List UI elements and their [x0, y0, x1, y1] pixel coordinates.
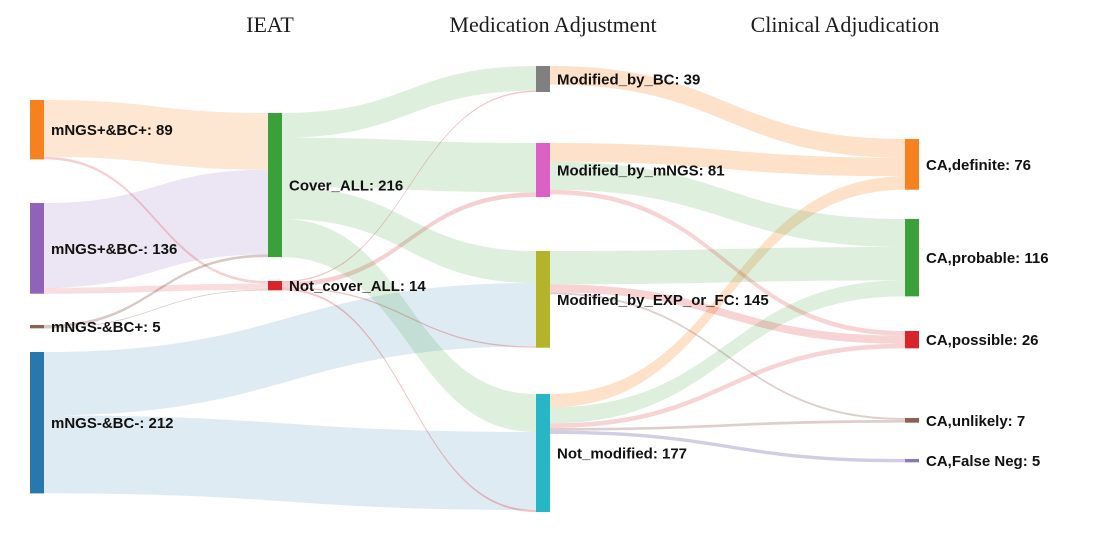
sankey-node-label-ca-false-neg: CA,False Neg: 5 [926, 453, 1040, 470]
sankey-link-not-modified-to-ca-possible [550, 343, 905, 429]
sankey-node-label-ca-possible: CA,possible: 26 [926, 332, 1039, 349]
sankey-node-label-mngs-pos-bc-neg: mNGS+&BC-: 136 [51, 241, 177, 258]
sankey-link-cover-all-to-modified-by-bc [282, 66, 536, 138]
sankey-node-label-ca-unlikely: CA,unlikely: 7 [926, 413, 1025, 430]
sankey-node-label-modified-by-mngs: Modified_by_mNGS: 81 [557, 163, 725, 180]
sankey-link-modified-by-bc-to-ca-definite [550, 66, 905, 158]
sankey-link-modified-by-exp-or-fc-to-ca-possible [550, 284, 905, 344]
sankey-link-not-modified-to-ca-unlikely [550, 420, 905, 431]
column-header-clinical-adjudication: Clinical Adjudication [750, 12, 940, 37]
sankey-node-label-modified-by-bc: Modified_by_BC: 39 [557, 72, 700, 89]
sankey-link-mngs-neg-bc-pos-to-not-cover-all [44, 289, 268, 329]
sankey-link-not-modified-to-ca-false-neg [550, 430, 905, 463]
sankey-link-mngs-pos-bc-pos-to-not-cover-all [44, 156, 268, 284]
sankey-node-label-not-modified: Not_modified: 177 [557, 446, 687, 463]
sankey-node-ca-definite [905, 139, 919, 190]
sankey-link-not-modified-to-ca-definite [550, 176, 905, 408]
sankey-link-cover-all-to-modified-by-exp-or-fc [282, 187, 536, 284]
sankey-link-modified-by-exp-or-fc-to-ca-unlikely [550, 292, 905, 421]
sankey-node-modified-by-exp-or-fc [536, 251, 550, 348]
sankey-node-label-mngs-neg-bc-neg: mNGS-&BC-: 212 [51, 415, 174, 432]
sankey-node-modified-by-mngs [536, 143, 550, 198]
sankey-link-mngs-neg-bc-pos-to-cover-all [44, 254, 268, 328]
sankey-link-not-cover-all-to-not-modified [282, 288, 536, 513]
sankey-link-cover-all-to-not-modified [282, 219, 536, 433]
column-header-ieat: IEAT [246, 12, 294, 37]
sankey-link-not-cover-all-to-modified-by-mngs [282, 192, 536, 288]
sankey-node-label-modified-by-exp-or-fc: Modified_by_EXP_or_FC: 145 [557, 292, 769, 309]
sankey-node-label-mngs-neg-bc-pos: mNGS-&BC+: 5 [51, 319, 161, 336]
sankey-link-modified-by-mngs-to-ca-definite [550, 143, 905, 177]
sankey-link-not-cover-all-to-modified-by-exp-or-fc [282, 287, 536, 348]
sankey-node-ca-false-neg [905, 459, 919, 463]
sankey-node-mngs-pos-bc-pos [30, 100, 44, 160]
sankey-node-ca-possible [905, 331, 919, 349]
sankey-node-modified-by-bc [536, 66, 550, 93]
sankey-link-not-cover-all-to-modified-by-bc [282, 90, 536, 283]
sankey-link-modified-by-mngs-to-ca-possible [550, 189, 905, 336]
sankey-link-cover-all-to-modified-by-mngs [282, 137, 536, 193]
sankey-node-mngs-pos-bc-neg [30, 203, 44, 294]
sankey-node-mngs-neg-bc-pos [30, 325, 44, 329]
sankey-link-mngs-neg-bc-neg-to-modified-by-exp-or-fc [44, 283, 536, 416]
sankey-node-mngs-neg-bc-neg [30, 352, 44, 494]
sankey-node-label-cover-all: Cover_ALL: 216 [289, 178, 403, 195]
sankey-link-modified-by-exp-or-fc-to-ca-probable [550, 247, 905, 285]
sankey-link-mngs-neg-bc-neg-to-not-modified [44, 415, 536, 511]
sankey-node-label-ca-definite: CA,definite: 76 [926, 157, 1031, 174]
sankey-node-label-ca-probable: CA,probable: 116 [926, 250, 1049, 267]
sankey-link-modified-by-mngs-to-ca-probable [550, 161, 905, 248]
sankey-node-label-not-cover-all: Not_cover_ALL: 14 [289, 278, 426, 295]
sankey-node-not-cover-all [268, 281, 282, 291]
sankey-node-cover-all [268, 113, 282, 258]
sankey-link-mngs-pos-bc-neg-to-not-cover-all [44, 283, 268, 294]
sankey-link-mngs-pos-bc-pos-to-cover-all [44, 100, 268, 170]
sankey-node-ca-unlikely [905, 418, 919, 423]
column-header-medication-adjustment: Medication Adjustment [449, 12, 657, 37]
sankey-node-not-modified [536, 394, 550, 513]
sankey-link-not-modified-to-ca-probable [550, 280, 905, 424]
sankey-node-label-mngs-pos-bc-pos: mNGS+&BC+: 89 [51, 122, 173, 139]
sankey-link-mngs-pos-bc-neg-to-cover-all [44, 169, 268, 288]
sankey-node-ca-probable [905, 219, 919, 297]
